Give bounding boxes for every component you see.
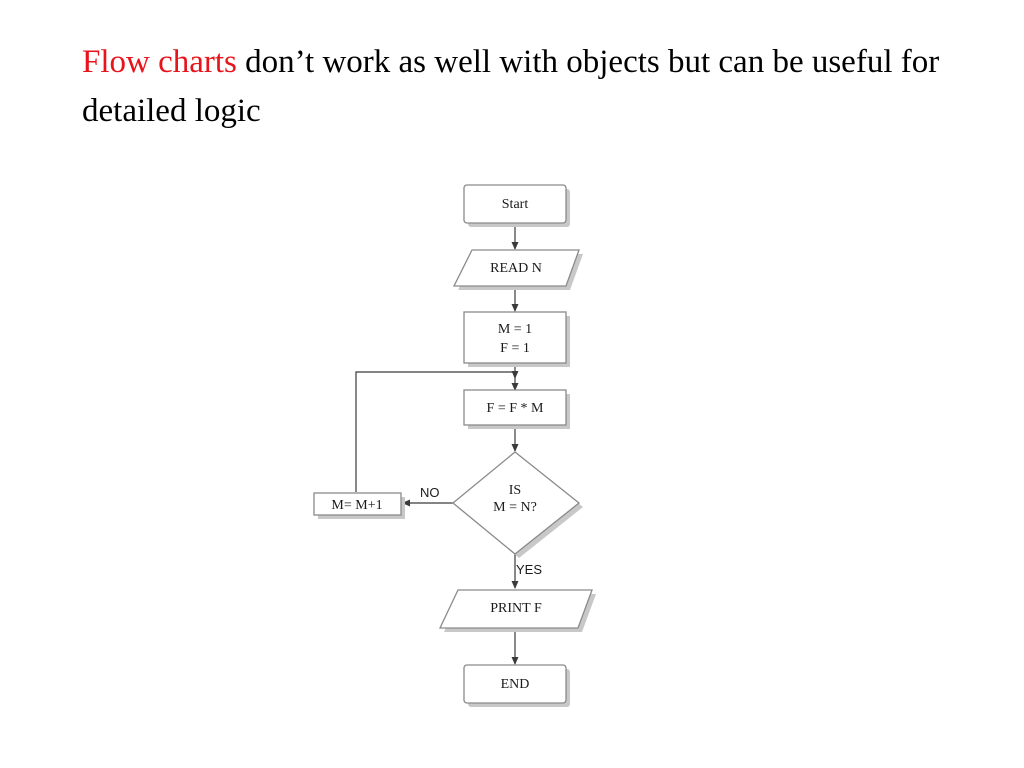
read-node: READ N (452, 249, 583, 290)
init-line1: M = 1 (498, 322, 532, 337)
yes-label: YES (516, 562, 542, 577)
start-label: Start (502, 197, 529, 212)
read-label: READ N (490, 261, 542, 276)
decision-line2: M = N? (493, 500, 537, 515)
decision-node: IS M = N? (451, 451, 583, 558)
title-text: don’t work as well with objects but can … (82, 44, 940, 129)
end-label: END (501, 677, 530, 692)
increment-node: M= M+1 (313, 492, 405, 519)
decision-line1: IS (509, 483, 521, 498)
start-node: Start (463, 184, 570, 227)
slide-title: Flow charts don’t work as well with obje… (82, 38, 942, 136)
end-node: END (463, 664, 570, 707)
print-label: PRINT F (490, 601, 542, 616)
init-line2: F = 1 (500, 341, 530, 356)
connectors (355, 224, 519, 665)
connector-loop-back (355, 371, 519, 492)
no-label: NO (420, 485, 440, 500)
multiply-label: F = F * M (487, 401, 544, 416)
multiply-node: F = F * M (463, 389, 570, 429)
increment-label: M= M+1 (331, 498, 382, 513)
title-accent: Flow charts (82, 44, 237, 80)
print-node: PRINT F (438, 589, 596, 632)
init-node: M = 1 F = 1 (463, 311, 570, 367)
